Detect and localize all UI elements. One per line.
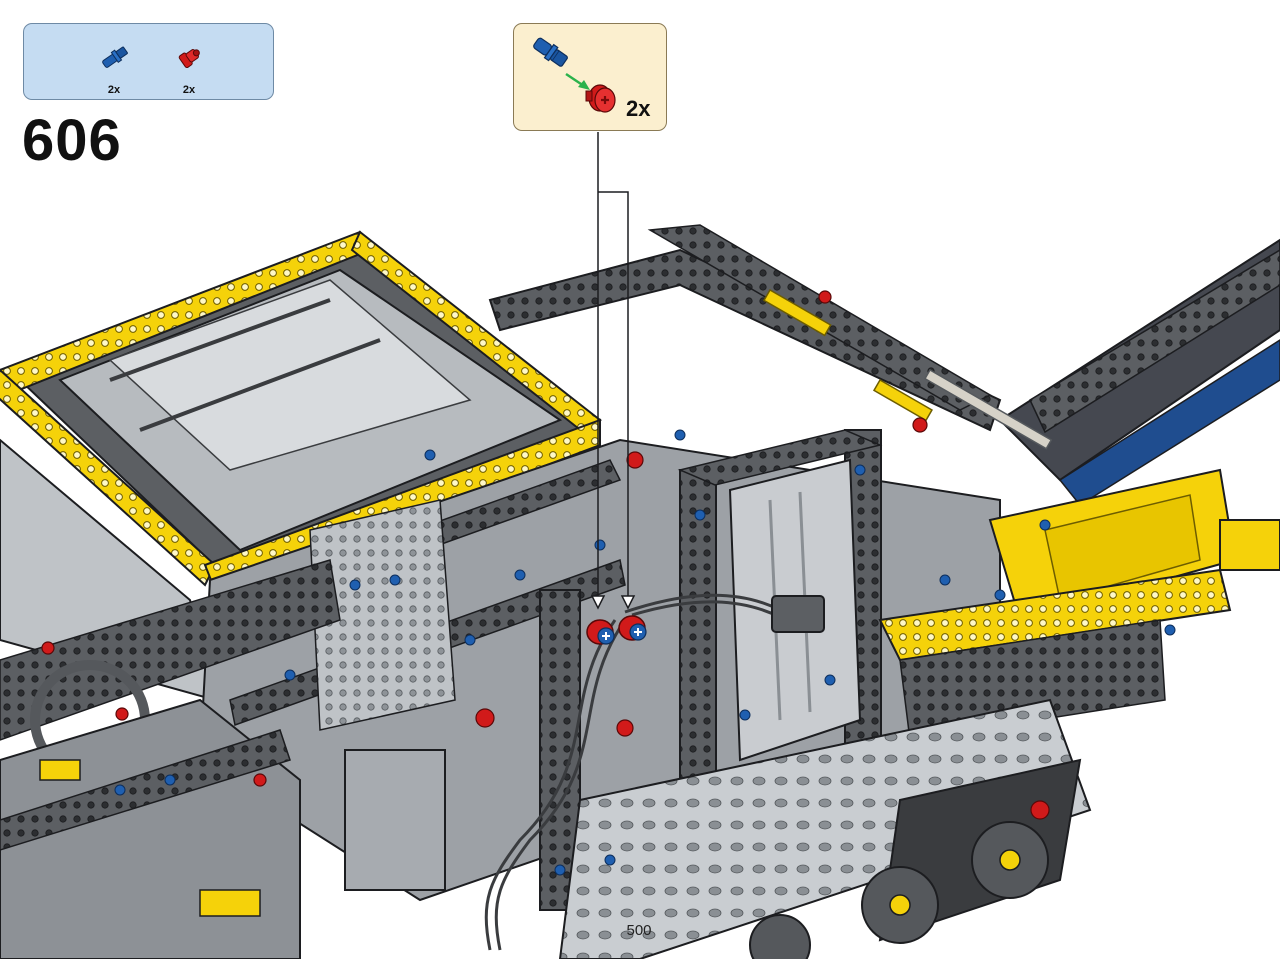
conveyor-boom: [998, 238, 1280, 506]
page-number: 500: [626, 922, 652, 939]
new-red-bushes: [586, 615, 647, 645]
blue-pins: [114, 429, 1176, 876]
left-gear-assembly: [0, 559, 341, 959]
yellow-side-panel: [878, 468, 1280, 741]
red-bush-icon: [178, 49, 200, 69]
part-blue-axle-pin: 2x: [94, 38, 134, 96]
upper-beams: [488, 224, 1053, 450]
cable-connector: [771, 595, 825, 633]
blue-axle-pin-icon: [533, 37, 568, 67]
parts-list-box: 2x 2x: [23, 23, 274, 100]
subassembly-callout: 2x: [513, 23, 667, 131]
part-red-bush: 2x: [169, 38, 209, 96]
red-bush-icon: [585, 84, 616, 113]
step-number: 606: [22, 108, 122, 173]
subassembly-diagram: [533, 37, 616, 113]
callout-pointer-lines: [590, 132, 636, 610]
part-qty: 2x: [182, 84, 196, 96]
callout-qty: 2x: [626, 96, 651, 121]
hopper: [0, 230, 602, 702]
blue-axle-pin-icon: [102, 46, 128, 68]
motor-cable: [484, 593, 783, 951]
assembly-arrow-icon: [565, 72, 590, 90]
crawler-tracks: [558, 698, 1092, 959]
part-qty: 2x: [107, 84, 121, 96]
red-pins: [41, 290, 1050, 820]
